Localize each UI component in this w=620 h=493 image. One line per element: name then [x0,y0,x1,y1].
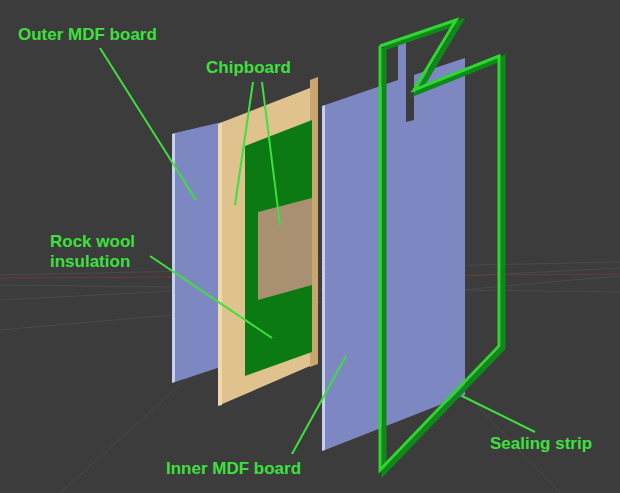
leader-lines [100,48,535,454]
part-label: Sealing strip [490,434,592,454]
part-label: Outer MDF board [18,25,157,45]
part-label: Rock wool insulation [50,232,170,272]
rock-wool [245,120,312,376]
board-edge [218,123,222,406]
sealing-strip [380,20,499,470]
inner-mdf-board [325,40,465,450]
chipboard-square [258,198,312,300]
part-label: Chipboard [206,58,291,78]
part-label: Inner MDF board [166,459,301,479]
board-edge [172,133,175,383]
